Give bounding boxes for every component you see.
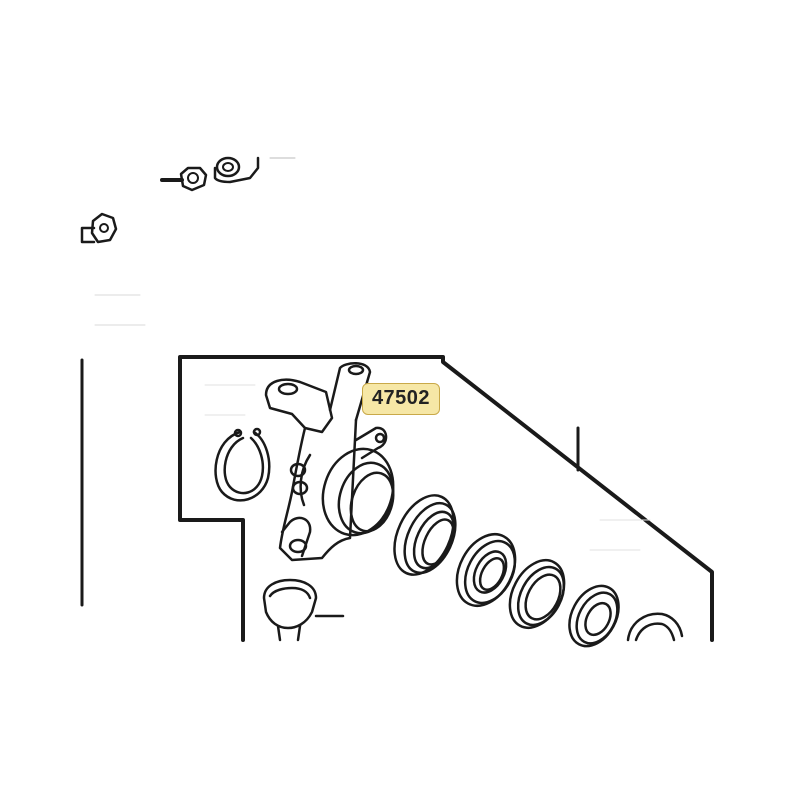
seal-ring (508, 559, 566, 629)
assembly-group-frame (178, 355, 714, 642)
part-number-callout[interactable]: 47502 (362, 383, 440, 415)
oil-seal (393, 494, 457, 576)
lock-nut (213, 156, 296, 184)
wheel-bearing (455, 533, 517, 607)
ball-joint (262, 578, 345, 642)
wheel-bearing-outer (568, 584, 620, 648)
seal-outer (626, 612, 684, 642)
snap-ring (214, 427, 271, 502)
steering-knuckle (264, 362, 395, 562)
hex-bolt (80, 212, 118, 244)
flange-nut (160, 166, 208, 192)
